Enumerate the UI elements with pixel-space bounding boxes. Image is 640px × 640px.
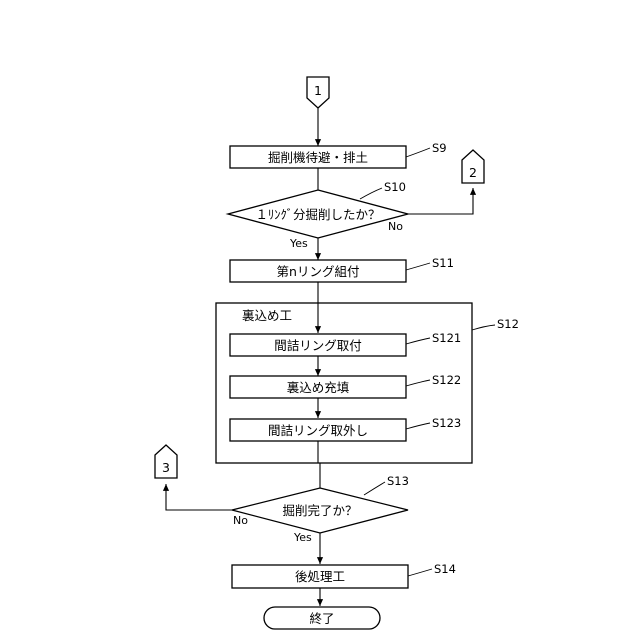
step-s122-text: 裏込め充填 bbox=[287, 380, 350, 395]
step-s121-id: S121 bbox=[432, 331, 461, 345]
step-s11: 第nリング組付 S11 bbox=[230, 256, 454, 282]
decision-s13-text: 掘削完了か？ bbox=[282, 503, 357, 518]
leader-line bbox=[360, 188, 382, 199]
decision-s10-no: No bbox=[388, 220, 403, 233]
leader-line bbox=[406, 380, 430, 386]
group-s12-title: 裏込め工 bbox=[242, 308, 292, 323]
step-s14-text: 後処理工 bbox=[295, 569, 345, 584]
leader-line bbox=[406, 338, 430, 344]
group-s12-id: S12 bbox=[497, 317, 519, 331]
step-s11-text: 第nリング組付 bbox=[277, 264, 360, 279]
step-s122-id: S122 bbox=[432, 373, 461, 387]
leader-line bbox=[406, 263, 430, 270]
step-s11-id: S11 bbox=[432, 256, 454, 270]
step-s9-id: S9 bbox=[432, 141, 447, 155]
decision-s10-yes: Yes bbox=[289, 237, 308, 250]
connector-loop-s10: 2 bbox=[462, 150, 484, 183]
decision-s10-id: S10 bbox=[384, 180, 406, 194]
connector-start-label: 1 bbox=[314, 83, 322, 98]
flow-line-no-s10 bbox=[408, 188, 473, 214]
step-s122: 裏込め充填 S122 bbox=[230, 373, 461, 398]
step-s121: 間詰リング取付 S121 bbox=[230, 331, 461, 356]
terminator-end: 終了 bbox=[264, 607, 380, 629]
connector-loop-s13: 3 bbox=[155, 445, 177, 478]
leader-line bbox=[408, 569, 432, 576]
leader-line bbox=[364, 482, 385, 495]
step-s123: 間詰リング取外し S123 bbox=[230, 416, 461, 441]
step-s121-text: 間詰リング取付 bbox=[274, 338, 362, 353]
step-s123-text: 間詰リング取外し bbox=[268, 423, 368, 438]
step-s9: 掘削機待避・排土 S9 bbox=[230, 141, 447, 168]
step-s14: 後処理工 S14 bbox=[232, 562, 456, 588]
decision-s13-id: S13 bbox=[387, 474, 409, 488]
step-s9-text: 掘削機待避・排土 bbox=[268, 150, 368, 165]
step-s14-id: S14 bbox=[434, 562, 456, 576]
connector-start: 1 bbox=[307, 77, 329, 108]
leader-line bbox=[406, 423, 430, 429]
flow-line-no-s13 bbox=[166, 484, 232, 510]
terminator-end-text: 終了 bbox=[309, 611, 334, 626]
connector-loop-s10-label: 2 bbox=[469, 165, 477, 180]
decision-s10-text: １ﾘﾝｸﾞ分掘削したか？ bbox=[255, 207, 380, 222]
decision-s13-yes: Yes bbox=[293, 531, 312, 544]
step-s123-id: S123 bbox=[432, 416, 461, 430]
leader-line bbox=[472, 325, 495, 330]
connector-loop-s13-label: 3 bbox=[162, 460, 170, 475]
leader-line bbox=[406, 148, 430, 157]
decision-s13-no: No bbox=[233, 514, 248, 527]
